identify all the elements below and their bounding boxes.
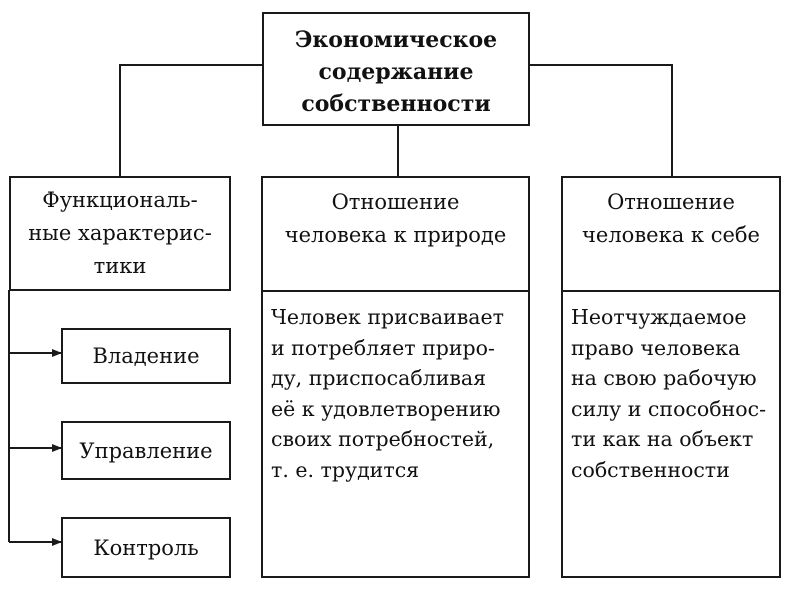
connector-root-to-self — [530, 64, 673, 176]
relation-to-self-title: Отношение человека к себе — [582, 190, 760, 247]
relation-to-self-box: Отношение человека к себе Неотчуждаемое … — [561, 176, 781, 578]
functional-characteristics-box: Функциональ- ные характерис- тики — [9, 176, 231, 291]
root-box: Экономическое содержание собственности — [262, 12, 530, 126]
relation-to-nature-title: Отношение человека к природе — [284, 190, 507, 247]
management-box: Управление — [61, 421, 231, 480]
relation-to-nature-box: Отношение человека к природе Человек при… — [261, 176, 530, 578]
control-label: Контроль — [93, 535, 199, 560]
ownership-label: Владение — [92, 344, 200, 368]
relation-to-nature-divider — [263, 290, 528, 292]
connector-root-to-functional — [119, 64, 262, 176]
functional-characteristics-title: Функциональ- ные характерис- тики — [28, 188, 212, 278]
relation-to-nature-text: Человек присваивает и потребляет приро- … — [271, 305, 504, 482]
relation-to-self-divider — [563, 290, 779, 292]
root-title: Экономическое содержание собственности — [294, 27, 498, 117]
control-box: Контроль — [61, 517, 231, 578]
management-label: Управление — [79, 438, 213, 463]
relation-to-self-text: Неотчуждаемое право человека на свою раб… — [571, 305, 766, 482]
ownership-box: Владение — [61, 328, 231, 384]
